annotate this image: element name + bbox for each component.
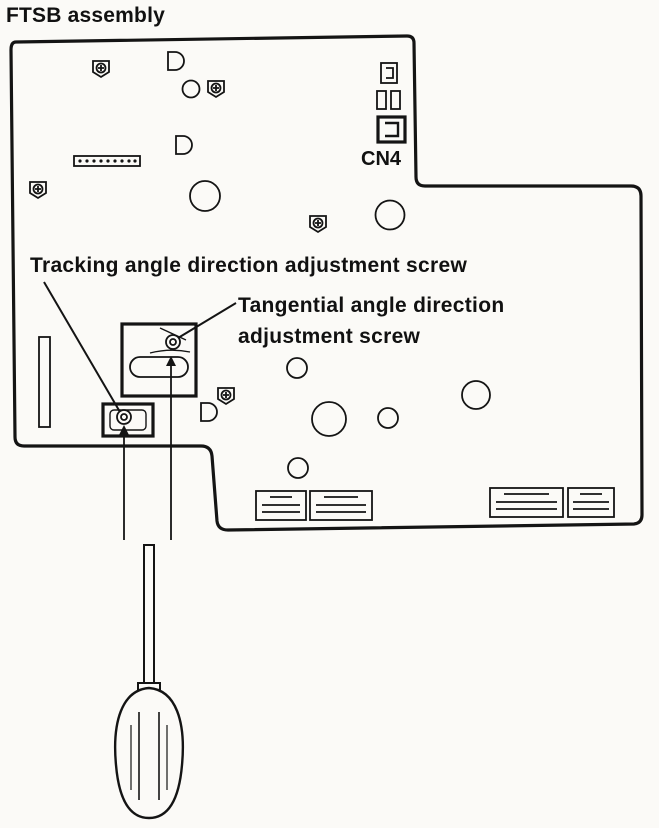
- tangential-arrow-icon: [166, 356, 176, 366]
- tracking-arrow-icon: [119, 425, 129, 435]
- cn4-connector-icon: [376, 115, 407, 144]
- cn4-label: CN4: [361, 148, 402, 170]
- pcb-board-outline: [9, 34, 644, 532]
- hole-icon: [377, 407, 399, 429]
- tracking-screw-label: Tracking angle direction adjustment scre…: [30, 254, 468, 277]
- hole-icon: [311, 401, 347, 437]
- hole-icon: [189, 180, 221, 212]
- tangential-leader-line: [177, 302, 237, 339]
- hole-icon: [286, 357, 308, 379]
- d-component-icon: [167, 51, 185, 71]
- page-title: FTSB assembly: [6, 4, 165, 27]
- bottom-connector-icon: [489, 487, 564, 518]
- bottom-connector-icon: [309, 490, 373, 521]
- screw-icon: [207, 80, 225, 99]
- tangential-screw-label-line1: Tangential angle direction: [238, 294, 505, 317]
- screw-icon: [92, 60, 110, 79]
- tracking-screw-icon: [116, 409, 132, 425]
- hole-icon: [374, 199, 406, 231]
- tracking-leader-line: [43, 281, 121, 413]
- screwdriver-icon: [114, 544, 184, 820]
- connector-icon: [376, 90, 401, 110]
- tangential-screw-icon: [165, 334, 181, 350]
- connector-icon: [380, 62, 398, 84]
- bottom-connector-icon: [255, 490, 307, 521]
- hole-icon: [461, 380, 491, 410]
- screw-icon: [309, 215, 327, 234]
- screw-icon: [29, 181, 47, 200]
- bottom-connector-icon: [567, 487, 615, 518]
- hole-icon: [287, 457, 309, 479]
- pin-header-icon: [73, 155, 141, 167]
- long-component-icon: [38, 336, 51, 428]
- tracking-adjustment-bracket: [101, 402, 155, 438]
- tangential-adjustment-bracket: [120, 322, 198, 398]
- hole-icon: [181, 79, 201, 99]
- screw-icon: [217, 387, 235, 406]
- tangential-screw-label-line2: adjustment screw: [238, 325, 421, 348]
- d-component-icon: [175, 135, 193, 155]
- d-component-icon: [200, 402, 218, 422]
